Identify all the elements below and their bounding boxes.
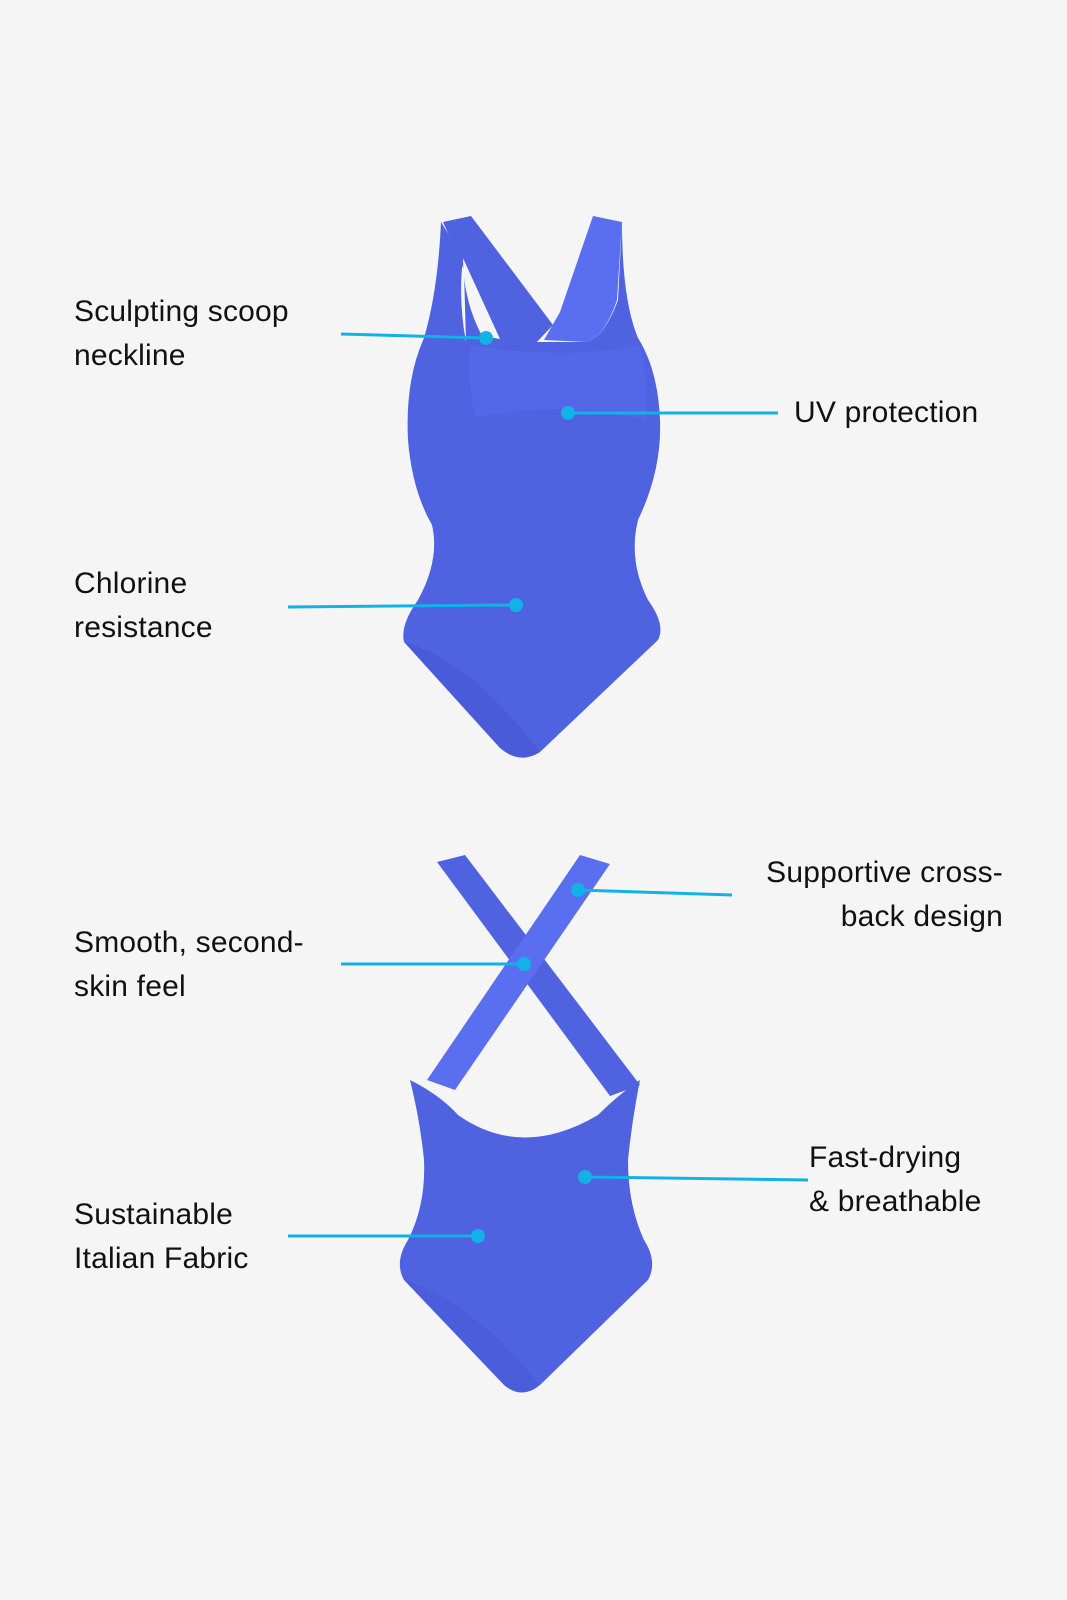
leader-neckline (340, 331, 493, 345)
label-fast-drying-breathable: Fast-drying & breathable (809, 1141, 982, 1218)
label-chlorine-resistance: Chlorine resistance (74, 567, 213, 644)
leader-fabric (288, 1229, 485, 1243)
leader-uv (561, 406, 778, 420)
label-sculpting-scoop-neckline: Sculpting scoop neckline (74, 295, 289, 372)
leader-fastdry (578, 1170, 809, 1184)
label-smooth-second-skin: Smooth, second- skin feel (74, 926, 304, 1003)
swimsuit-front-image (403, 216, 661, 758)
swimsuit-back-image (399, 855, 653, 1393)
leader-chlorine (287, 598, 523, 612)
label-sustainable-italian-fabric: Sustainable Italian Fabric (74, 1198, 249, 1275)
leader-smooth (341, 957, 531, 971)
label-uv-protection: UV protection (794, 396, 979, 429)
label-supportive-cross-back: Supportive cross- back design (766, 856, 1003, 933)
leader-crossback (571, 883, 733, 897)
